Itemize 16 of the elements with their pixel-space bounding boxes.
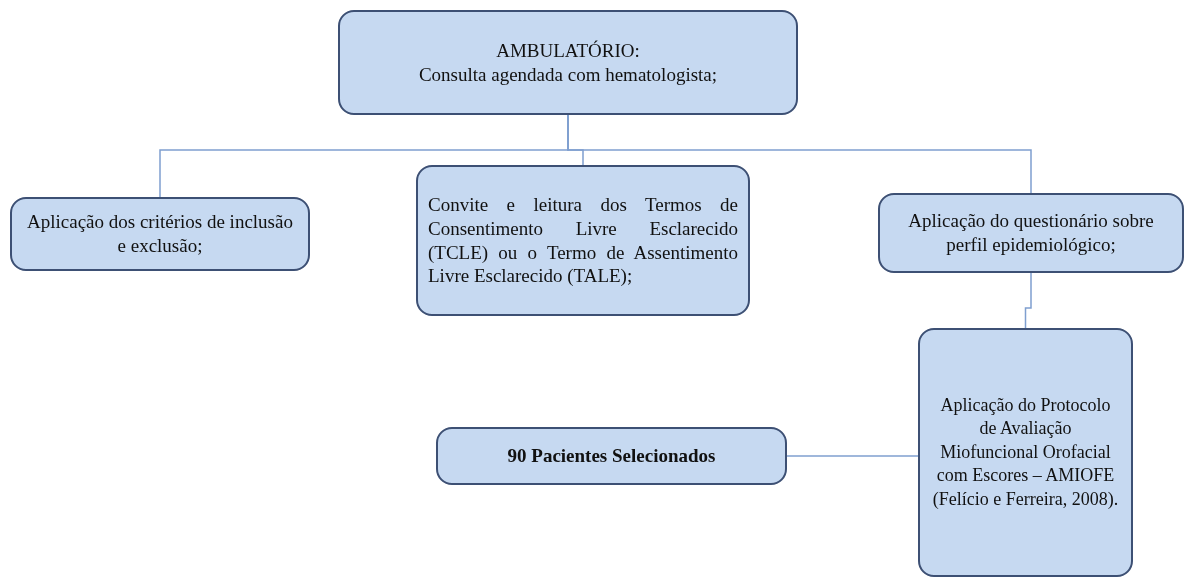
box-text: Aplicação dos critérios de inclusão e exclusão; xyxy=(26,210,294,258)
process-box xyxy=(878,193,1184,273)
process-box xyxy=(338,10,798,115)
box-text: Convite e leitura dos Termos de Consentimento Livre Esclarecido (TCLE) ou o Termo de Assentimento Livre Esclarecido (TALE); xyxy=(428,193,738,288)
box-text: AMBULATÓRIO: xyxy=(495,38,641,63)
process-box xyxy=(416,165,750,316)
box-text: Aplicação do Protocolo de Avaliação Miofuncional Orofacial com Escores – AMIOFE (Felício e Ferreira, 2008). xyxy=(931,394,1120,511)
box-text: Aplicação do questionário sobre perfil epidemiológico; xyxy=(907,209,1155,257)
process-box xyxy=(918,328,1133,577)
process-box xyxy=(436,427,787,485)
process-box xyxy=(10,197,310,271)
connector-line xyxy=(567,114,1032,194)
box-text: 90 Pacientes Selecionados xyxy=(506,444,717,468)
box-text: Consulta agendada com hematologista; xyxy=(417,62,719,87)
connector-line xyxy=(1024,272,1032,329)
connector-line xyxy=(786,455,919,457)
